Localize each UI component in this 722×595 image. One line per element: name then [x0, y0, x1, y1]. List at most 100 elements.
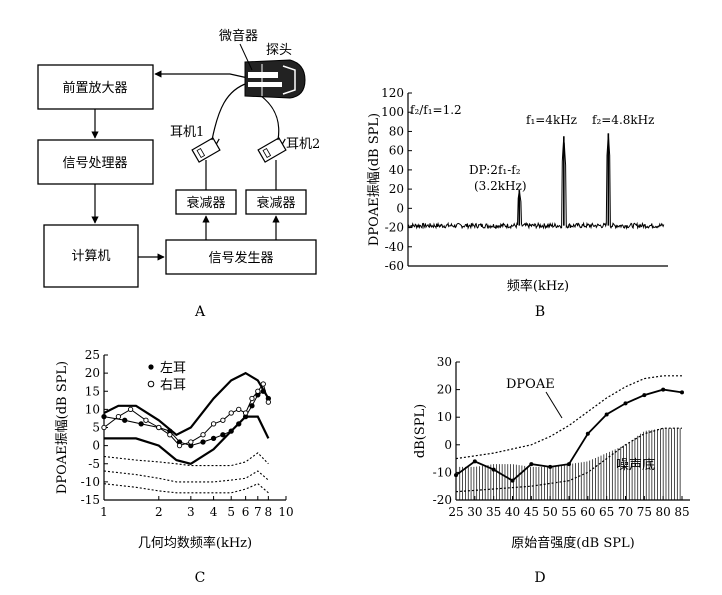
panel-c-y-tick-label: 10 — [85, 402, 100, 416]
panel-d-y-tick-label: -10 — [433, 465, 452, 479]
computer-label: 计算机 — [71, 249, 110, 264]
panel-c-right-ear-point — [115, 413, 122, 420]
panel-b-f1-label: f₁=4kHz — [526, 113, 577, 127]
panel-d-x-tick-label: 55 — [561, 505, 576, 519]
processor-label: 信号处理器 — [62, 156, 127, 171]
panel-c-right-ear-point — [143, 417, 149, 423]
panel-c-y-tick-label: -15 — [81, 493, 100, 507]
panel-d-x-tick-label: 25 — [448, 505, 463, 519]
panel-a-block-diagram: 前置放大器 信号处理器 计算机 衰减器 衰减器 信号发生器 — [37, 28, 320, 320]
panel-b-label: B — [535, 304, 545, 320]
panel-d-x-tick-label: 80 — [656, 505, 671, 519]
legend-right-label: 右耳 — [160, 378, 186, 393]
computer-box — [43, 224, 139, 288]
panel-c-left-ear-point — [122, 417, 128, 423]
attenuator-2-label: 衰减器 — [256, 195, 295, 211]
panel-b-y-tick-label: -60 — [385, 259, 404, 273]
panel-c-left-ear-point — [220, 432, 226, 438]
wire-probe-preamp — [160, 73, 249, 79]
panel-d-dpoae-point — [623, 401, 628, 406]
panel-b-ratio: f₂/f₁=1.2 — [410, 103, 462, 117]
legend-left-label: 左耳 — [160, 361, 186, 376]
earphone-1-label: 耳机1 — [170, 125, 204, 140]
panel-c-y-tick-label: 25 — [85, 348, 100, 362]
panel-b-f2-label: f₂=4.8kHz — [592, 113, 654, 127]
panel-c-left-ear-point — [210, 435, 217, 442]
probe-icon — [244, 59, 306, 99]
panel-d-dpoae-point — [661, 387, 666, 392]
panel-c-label: C — [195, 570, 206, 586]
panel-c-x-tick-label: 1 — [100, 505, 108, 519]
panel-d-dpoae-point — [510, 478, 515, 483]
panel-c-right-ear-point — [156, 424, 162, 431]
panel-d-x-axis-label: 原始音强度(dB SPL) — [511, 535, 634, 551]
panel-d-x-tick-label: 75 — [637, 505, 652, 519]
panel-c-line-upper-bound — [103, 371, 270, 437]
panel-c-x-axis-label: 几何均数频率(kHz) — [138, 535, 252, 551]
panel-c-right-ear-point — [101, 424, 107, 431]
earphone-1-icon — [191, 137, 221, 163]
generator-box — [165, 239, 317, 275]
panel-b-dp-label: DP:2f₁-f₂ — [469, 163, 521, 177]
panel-b-y-axis-label: DPOAE振幅(dB SPL) — [367, 113, 382, 246]
panel-c-right-ear-point — [255, 388, 261, 394]
panel-d-dpoae-point — [529, 462, 534, 467]
panel-c-x-tick-label: 2 — [155, 505, 163, 519]
panel-c-x-tick-label: 3 — [187, 505, 195, 519]
panel-b-spectrum-line — [407, 133, 665, 230]
panel-c-right-ear-point — [188, 439, 194, 445]
panel-c-x-tick-label: 8 — [265, 505, 273, 519]
panel-c-right-ear-point — [210, 421, 217, 427]
panel-c-x-tick-label: 5 — [227, 505, 235, 519]
panel-d-y-tick-label: 0 — [444, 438, 452, 452]
panel-d-line-lower-dotted — [455, 427, 682, 493]
panel-d-dpoae-point — [491, 467, 496, 472]
panel-d-x-tick-label: 60 — [580, 505, 595, 519]
panel-d-dpoae-point — [585, 431, 590, 436]
panel-c-y-tick-label: 5 — [92, 421, 100, 435]
panel-c-x-tick-label: 4 — [210, 505, 218, 519]
panel-d-y-tick-label: 10 — [437, 410, 452, 424]
panel-c-y-tick-label: 20 — [85, 366, 100, 380]
panel-b-y-tick-label: 100 — [381, 105, 404, 119]
panel-b-y-tick-label: 0 — [396, 201, 404, 215]
panel-b-y-tick-label: 20 — [389, 182, 404, 196]
panel-d-y-axis-label: dB(SPL) — [413, 404, 428, 458]
earphone-2-icon — [257, 137, 287, 163]
panel-c-right-ear-point — [242, 410, 249, 416]
tube-earphone1-probe — [211, 82, 249, 141]
panel-c-right-ear-point — [127, 406, 134, 413]
panel-c-left-ear-point — [200, 439, 206, 445]
panel-d-x-tick-label: 65 — [599, 505, 614, 519]
panel-d-x-tick-label: 40 — [505, 505, 520, 519]
generator-label: 信号发生器 — [208, 250, 273, 266]
panel-d-label: D — [534, 570, 545, 586]
panel-c-left-ear-point — [249, 403, 255, 409]
panel-b-y-tick-label: 60 — [389, 144, 404, 158]
preamp-label: 前置放大器 — [62, 80, 127, 96]
panel-c-line-noise-lower — [103, 483, 269, 494]
panel-b-dp-freq: (3.2kHz) — [474, 179, 527, 193]
legend-left-marker — [148, 364, 154, 370]
panel-d-line-upper-dotted — [455, 375, 682, 460]
panel-b-x-axis-label: 频率(kHz) — [507, 278, 569, 294]
panel-c-y-tick-label: -10 — [81, 475, 100, 489]
panel-d-y-tick-label: 30 — [437, 355, 452, 369]
panel-c-right-ear-point — [249, 395, 255, 402]
panel-b-y-tick-label: 40 — [389, 163, 404, 177]
panel-c-right-ear-point — [265, 399, 272, 405]
panel-c-line-lower-bound — [104, 415, 270, 465]
attenuator-1-label: 衰减器 — [186, 195, 225, 211]
panel-b-y-tick-label: 80 — [389, 124, 404, 138]
panel-b-y-tick-label: 120 — [381, 86, 404, 100]
panel-c-x-tick-label: 10 — [278, 505, 293, 519]
panel-c-right-ear-point — [220, 417, 226, 423]
panel-d-dpoae-point — [567, 462, 571, 467]
panel-c-x-tick-label: 6 — [242, 505, 250, 519]
